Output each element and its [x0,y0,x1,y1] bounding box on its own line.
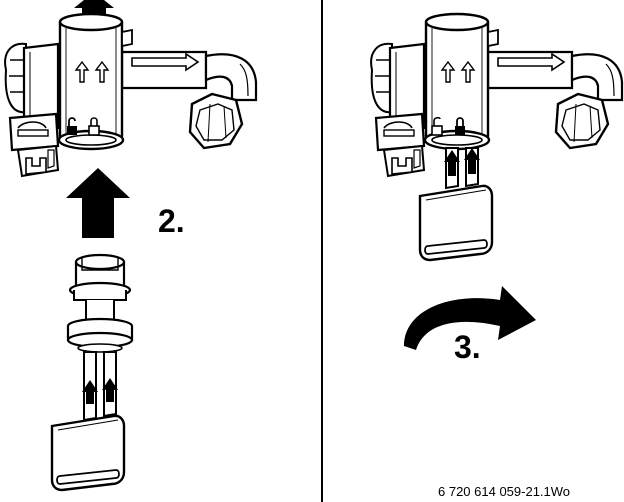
valve-assembly-left [3,12,258,178]
step-label-3: 3. [454,329,481,365]
step-label-2: 2. [158,203,185,239]
cartridge-left [50,253,134,492]
reference-code: 6 720 614 059-21.1Wo [438,484,570,499]
thick-up-arrow-icon [66,168,130,238]
valve-assembly-right [369,12,624,178]
left-panel: 2. [3,0,258,492]
curved-rotate-arrow-icon [404,286,536,350]
cartridge-right [418,147,494,262]
right-panel: 3. 6 720 614 059-21.1Wo [369,12,624,499]
